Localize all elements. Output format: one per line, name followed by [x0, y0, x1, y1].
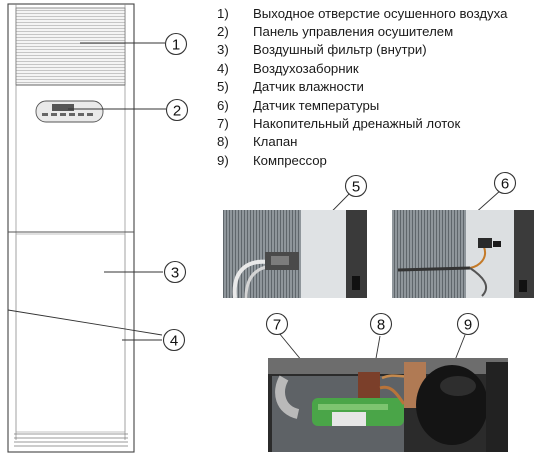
svg-text:6: 6: [501, 176, 509, 193]
legend-item: 6) Датчик температуры: [217, 96, 539, 114]
legend-number: 5): [217, 79, 229, 95]
legend-label: Накопительный дренажный лоток: [253, 115, 461, 131]
svg-text:9: 9: [464, 317, 472, 334]
callout-6: 6: [493, 171, 517, 195]
control-panel-buttons: [42, 113, 93, 116]
legend-number: 8): [217, 134, 229, 150]
legend-item: 9) Компрессор: [217, 151, 539, 169]
callout-7: 7: [265, 312, 289, 336]
legend-label: Воздухозаборник: [253, 60, 359, 76]
legend-item: 5) Датчик влажности: [217, 78, 539, 96]
legend-item: 1) Выходное отверстие осушенного воздуха: [217, 4, 539, 22]
legend-label: Клапан: [253, 134, 298, 150]
control-panel-display: [52, 104, 74, 111]
legend-number: 6): [217, 97, 229, 113]
callout-1: 1: [164, 32, 188, 56]
legend-item: 4) Воздухозаборник: [217, 59, 539, 77]
legend-label: Датчик влажности: [253, 79, 364, 95]
callout-4: 4: [162, 328, 186, 352]
legend-number: 1): [217, 5, 229, 21]
legend-item: 2) Панель управления осушителем: [217, 22, 539, 40]
legend-label: Панель управления осушителем: [253, 23, 454, 39]
base-vent: [14, 433, 128, 447]
callout-8: 8: [369, 312, 393, 336]
svg-text:3: 3: [171, 265, 179, 282]
legend-label: Компрессор: [253, 152, 327, 168]
temperature-sensor-clip: [478, 238, 492, 248]
callout-9: 9: [456, 312, 480, 336]
legend-label: Датчик температуры: [253, 97, 380, 113]
valve: [358, 372, 380, 398]
legend-number: 4): [217, 60, 229, 76]
legend-label: Выходное отверстие осушенного воздуха: [253, 5, 508, 21]
svg-text:1: 1: [172, 37, 180, 54]
svg-text:2: 2: [173, 103, 181, 120]
photo-internals: [268, 358, 508, 452]
svg-text:5: 5: [352, 179, 360, 196]
svg-text:4: 4: [170, 333, 178, 350]
legend-item: 8) Клапан: [217, 133, 539, 151]
legend-number: 2): [217, 23, 229, 39]
svg-text:7: 7: [273, 317, 281, 334]
parts-legend: 1)Выходное отверстие осушенного воздуха …: [217, 4, 539, 170]
callout-5: 5: [344, 174, 368, 198]
legend-label: Воздушный фильтр (внутри): [253, 42, 427, 58]
legend-number: 9): [217, 152, 229, 168]
dehumidifier-unit: [7, 3, 135, 453]
air-outlet-grille: [15, 7, 126, 86]
legend-item: 3) Воздушный фильтр (внутри): [217, 41, 539, 59]
legend-number: 7): [217, 115, 229, 131]
svg-text:8: 8: [377, 317, 385, 334]
legend-number: 3): [217, 42, 229, 58]
photo-temperature-sensor: [392, 210, 534, 298]
air-inlet-panel: [15, 233, 126, 433]
callout-3: 3: [163, 260, 187, 284]
photo-humidity-sensor: [223, 210, 367, 299]
legend-item: 7) Накопительный дренажный лоток: [217, 114, 539, 132]
callout-2: 2: [165, 98, 189, 122]
